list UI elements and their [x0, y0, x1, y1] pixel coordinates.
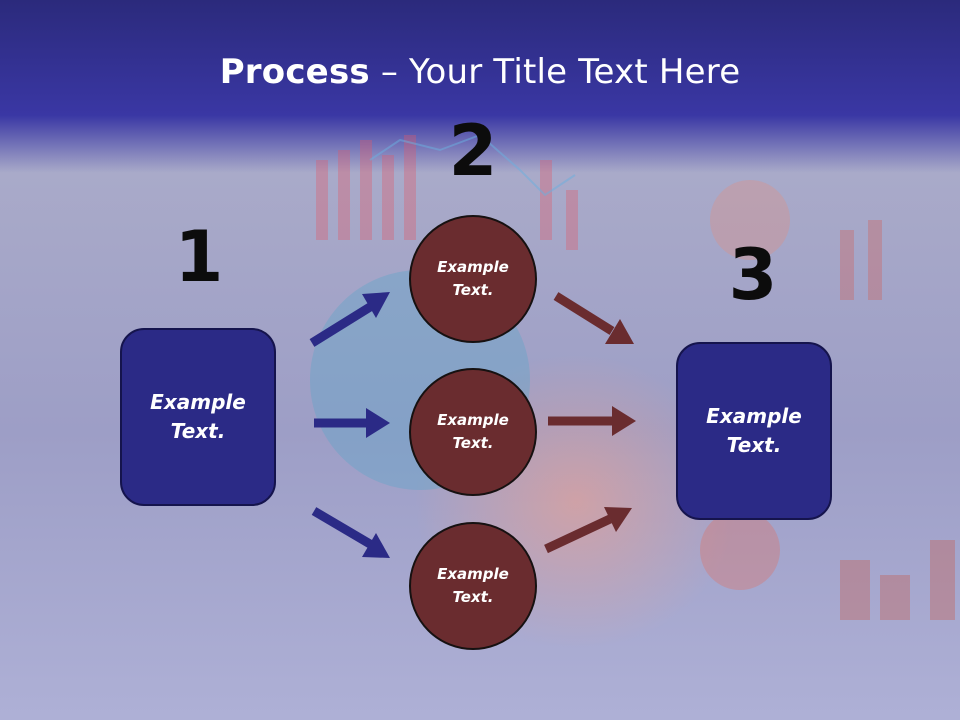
step-number-3: 3	[728, 234, 778, 316]
title-bold: Process	[219, 52, 370, 92]
circle-middle-label: Example Text.	[437, 411, 509, 452]
arrow-bottom-to-right	[544, 507, 632, 554]
right-box-label: Example Text.	[706, 404, 802, 457]
arrow-left-to-bottom	[311, 507, 390, 558]
arrow-top-to-right	[553, 292, 634, 344]
step-number-2: 2	[448, 110, 498, 192]
circle-top: Example Text.	[409, 215, 537, 343]
left-box-label: Example Text.	[150, 390, 246, 443]
circle-bottom: Example Text.	[409, 522, 537, 650]
right-process-box: Example Text.	[676, 342, 832, 520]
background-bars	[316, 135, 955, 620]
arrow-left-to-top	[309, 292, 390, 347]
left-process-box: Example Text.	[120, 328, 276, 506]
circle-top-label: Example Text.	[437, 258, 509, 299]
circle-bottom-label: Example Text.	[437, 565, 509, 606]
title-rest: – Your Title Text Here	[369, 52, 741, 92]
slide-title: Process – Your Title Text Here	[0, 52, 960, 92]
arrow-left-to-middle	[314, 408, 390, 438]
arrow-middle-to-right	[548, 406, 636, 436]
step-number-1: 1	[174, 216, 224, 298]
circle-middle: Example Text.	[409, 368, 537, 496]
